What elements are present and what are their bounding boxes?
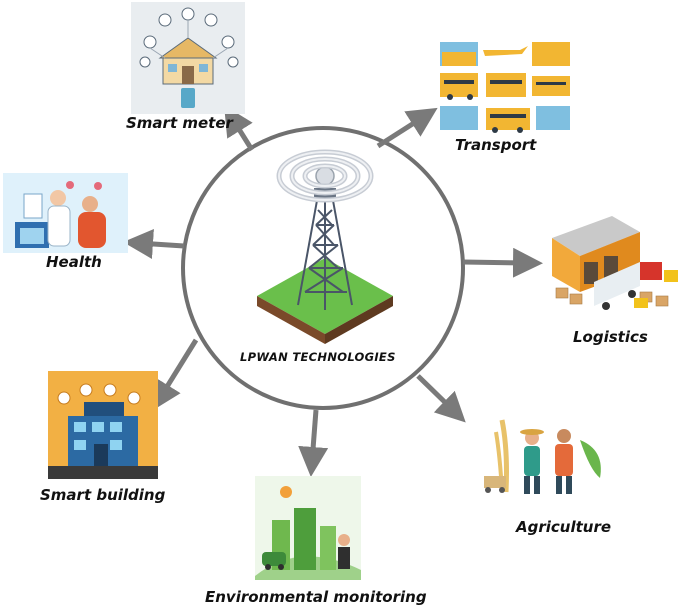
- label-health: Health: [46, 253, 102, 271]
- arrow-health: [123, 229, 185, 259]
- arrow-agriculture: [416, 374, 466, 423]
- label-lpwan-technologies: LPWAN TECHNOLOGIES: [240, 350, 396, 364]
- tower-icon: [257, 149, 393, 344]
- label-smart-meter: Smart meter: [126, 114, 233, 132]
- smart-meter-house-icon: [131, 2, 245, 114]
- label-smart-building: Smart building: [40, 486, 166, 504]
- label-agriculture: Agriculture: [516, 518, 612, 536]
- arrow-logistics: [462, 247, 543, 278]
- arrow-smart-building: [152, 338, 199, 411]
- transport-vehicles-icon: [440, 42, 570, 133]
- connection-arrows: [123, 105, 543, 477]
- farmers-icon: [484, 419, 601, 494]
- warehouse-truck-icon: [552, 216, 678, 310]
- arrow-transport: [376, 107, 438, 149]
- doctor-patient-icon: [3, 173, 128, 253]
- label-environmental-monitoring: Environmental monitoring: [205, 588, 427, 606]
- arrow-environmental: [298, 409, 329, 477]
- label-transport: Transport: [455, 136, 537, 154]
- arrow-smart-meter: [224, 105, 255, 152]
- smart-building-icon: [48, 371, 158, 479]
- green-city-icon: [255, 476, 361, 580]
- label-logistics: Logistics: [573, 328, 648, 346]
